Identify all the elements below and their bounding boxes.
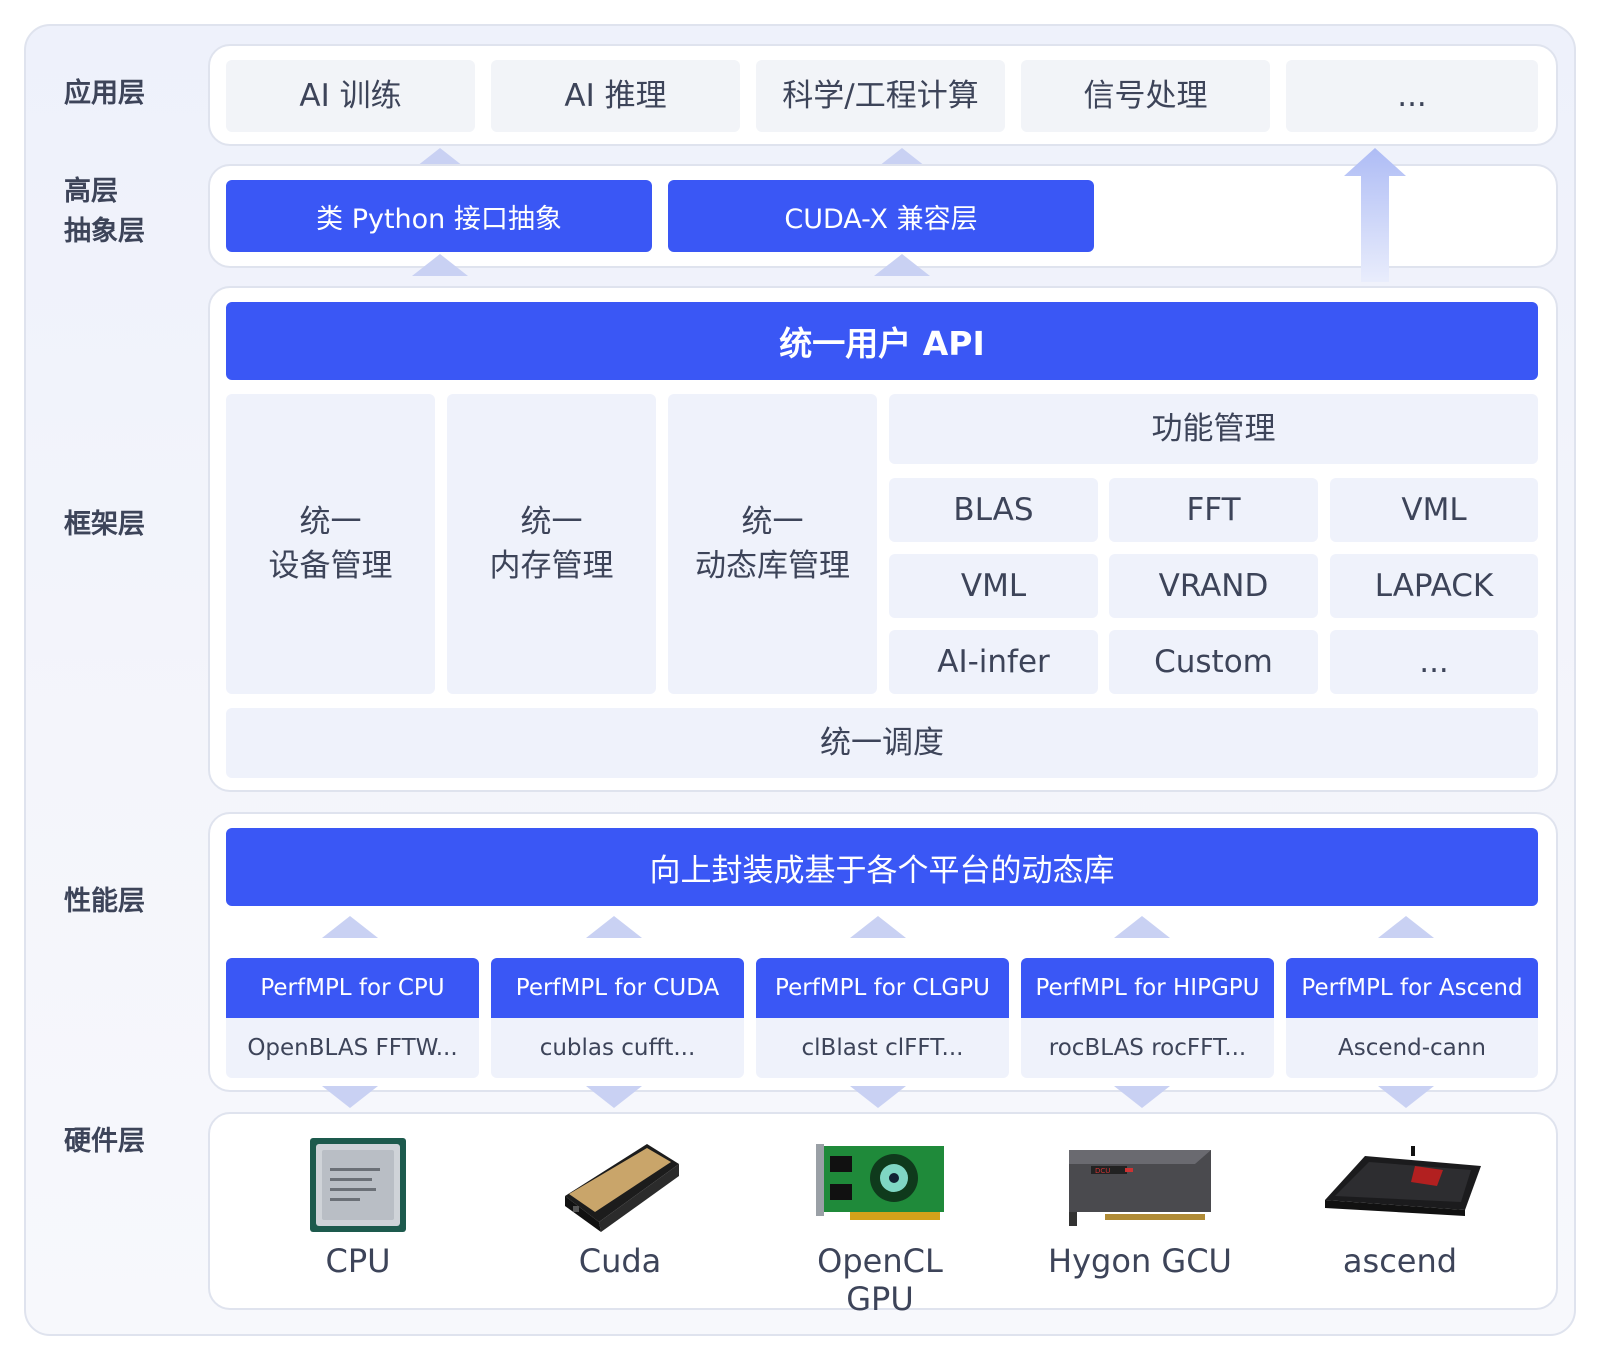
bypass-arrow-icon <box>1344 148 1406 282</box>
hardware-ascend: ascend <box>1300 1136 1500 1280</box>
unified-user-api-banner: 统一用户 API <box>226 302 1538 380</box>
perfmpl-cpu-header: PerfMPL for CPU <box>226 958 479 1018</box>
function-management-title: 功能管理 <box>889 394 1538 464</box>
python-interface-box: 类 Python 接口抽象 <box>226 180 652 252</box>
perfmpl-hipgpu-header: PerfMPL for HIPGPU <box>1021 958 1274 1018</box>
ascend-card-icon <box>1325 1146 1481 1216</box>
func-custom: Custom <box>1109 630 1318 694</box>
arrow-up-icon <box>586 916 642 938</box>
func-fft: FFT <box>1109 478 1318 542</box>
layer-label-framework: 框架层 <box>64 509 145 540</box>
perfmpl-ascend-header: PerfMPL for Ascend <box>1286 958 1538 1018</box>
layer-label-app: 应用层 <box>64 78 145 109</box>
arrow-up-icon <box>412 254 468 276</box>
perfmpl-cuda-header: PerfMPL for CUDA <box>491 958 744 1018</box>
arrow-down-icon <box>322 1086 378 1108</box>
layer-label-perf: 性能层 <box>64 886 145 917</box>
perfmpl-clgpu-header: PerfMPL for CLGPU <box>756 958 1009 1018</box>
func-more: ... <box>1330 630 1538 694</box>
perfmpl-cpu-libs: OpenBLAS FFTW... <box>226 1018 479 1078</box>
green-gpu-board-icon <box>816 1144 944 1220</box>
hardware-hygon-gcu: DCU Hygon GCU <box>1040 1136 1240 1280</box>
arrow-up-icon <box>874 254 930 276</box>
perfmpl-ascend-libs: Ascend-cann <box>1286 1018 1538 1078</box>
unified-memory-management: 统一 内存管理 <box>447 394 656 694</box>
hardware-cuda: Cuda <box>520 1136 720 1280</box>
unified-device-management: 统一 设备管理 <box>226 394 435 694</box>
perfmpl-cuda-libs: cublas cufft... <box>491 1018 744 1078</box>
hardware-label-ascend: ascend <box>1342 1242 1458 1280</box>
hardware-opencl-gpu: OpenCL GPU <box>780 1136 980 1318</box>
cuda-x-compat-box: CUDA-X 兼容层 <box>668 180 1094 252</box>
hardware-label-cuda: Cuda <box>578 1242 662 1280</box>
arrow-down-icon <box>1378 1086 1434 1108</box>
arrow-down-icon <box>586 1086 642 1108</box>
perfmpl-clgpu-libs: clBlast clFFT... <box>756 1018 1009 1078</box>
arrow-up-icon <box>322 916 378 938</box>
func-vrand: VRAND <box>1109 554 1318 618</box>
app-item-more: ... <box>1286 60 1538 132</box>
func-vml-2: VML <box>889 554 1098 618</box>
arrow-up-icon <box>1114 916 1170 938</box>
hardware-cpu: CPU <box>258 1136 458 1280</box>
arrow-down-icon <box>1114 1086 1170 1108</box>
arrow-down-icon <box>850 1086 906 1108</box>
arrow-up-icon <box>1378 916 1434 938</box>
arrow-up-icon <box>850 916 906 938</box>
func-ai-infer: AI-infer <box>889 630 1098 694</box>
dynamic-library-banner: 向上封装成基于各个平台的动态库 <box>226 828 1538 906</box>
hardware-label-hygon-gcu: Hygon GCU <box>1048 1242 1232 1280</box>
layer-label-hardware: 硬件层 <box>64 1126 145 1157</box>
func-lapack: LAPACK <box>1330 554 1538 618</box>
hardware-label-opencl-gpu: OpenCL GPU <box>817 1242 943 1318</box>
hardware-label-cpu: CPU <box>325 1242 391 1280</box>
perfmpl-hipgpu-libs: rocBLAS rocFFT... <box>1021 1018 1274 1078</box>
svg-text:DCU: DCU <box>1095 1167 1110 1175</box>
unified-dynlib-management: 统一 动态库管理 <box>668 394 877 694</box>
func-vml: VML <box>1330 478 1538 542</box>
func-blas: BLAS <box>889 478 1098 542</box>
app-item-ai-inference: AI 推理 <box>491 60 740 132</box>
nvidia-gpu-card-icon <box>565 1144 679 1232</box>
app-item-scientific-computing: 科学/工程计算 <box>756 60 1005 132</box>
app-item-signal-processing: 信号处理 <box>1021 60 1270 132</box>
layer-label-high: 高层 抽象层 <box>64 176 145 247</box>
hygon-card-icon: DCU <box>1069 1150 1211 1226</box>
app-item-ai-training: AI 训练 <box>226 60 475 132</box>
cpu-chip-icon <box>310 1138 406 1232</box>
unified-scheduling: 统一调度 <box>226 708 1538 778</box>
